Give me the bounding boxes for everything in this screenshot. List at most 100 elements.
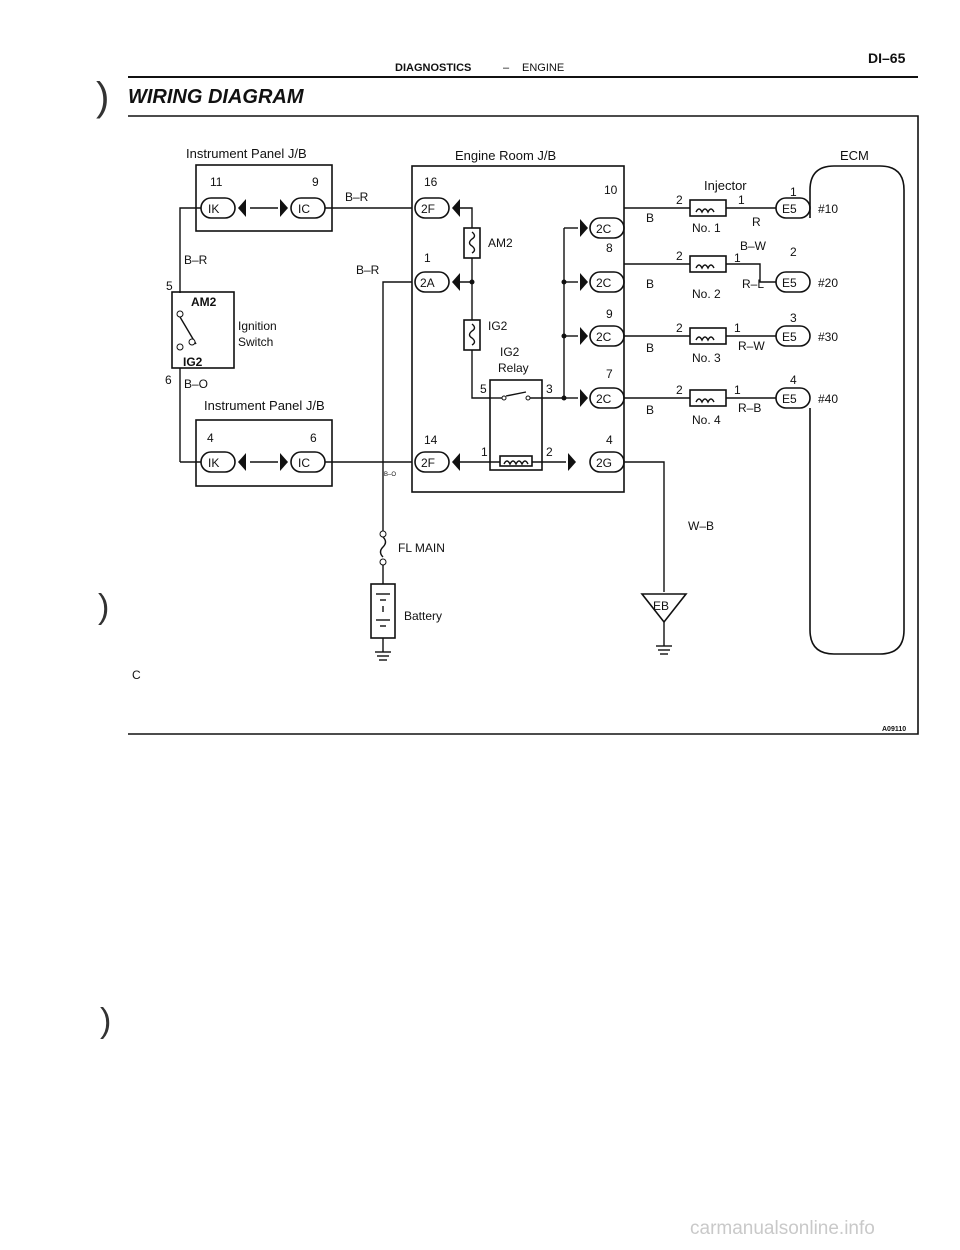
svg-text:No. 1: No. 1 (692, 221, 721, 235)
svg-text:10: 10 (604, 183, 618, 197)
svg-text:IK: IK (208, 202, 219, 216)
ecm-label: ECM (840, 148, 869, 163)
ig2-relay (489, 379, 543, 471)
svg-text:IC: IC (298, 456, 310, 470)
svg-text:E5: E5 (782, 202, 797, 216)
svg-text:B: B (646, 341, 654, 355)
fuse-am2-label: AM2 (488, 236, 513, 250)
svg-text:E5: E5 (782, 392, 797, 406)
svg-text:2: 2 (676, 249, 683, 263)
er-right-conn-7: 7 2C (580, 367, 625, 409)
svg-text:No. 2: No. 2 (692, 287, 721, 301)
svg-text:1: 1 (734, 321, 741, 335)
ip-jb-bottom-pin-right: 6 (310, 431, 317, 445)
ip-jb-top-label: Instrument Panel J/B (186, 146, 307, 161)
ign-pin-ig2: 6 (165, 373, 172, 387)
svg-text:3: 3 (790, 311, 797, 325)
svg-text:2F: 2F (421, 202, 435, 216)
margin-mark: ) (100, 1002, 112, 1040)
svg-text:#20: #20 (818, 276, 838, 290)
svg-text:2C: 2C (596, 392, 612, 406)
er-conn-2a (414, 271, 450, 293)
relay-pin-1: 1 (481, 445, 488, 459)
svg-text:#30: #30 (818, 330, 838, 344)
margin-mark: ) (96, 75, 110, 119)
er-right-conn-4: 4 2G (568, 433, 625, 473)
svg-text:2: 2 (676, 321, 683, 335)
diagram-frame (128, 115, 919, 735)
fl-main-label: FL MAIN (398, 541, 445, 555)
er-conn-2f-top (414, 197, 450, 219)
er-pin-16: 16 (424, 175, 438, 189)
ip-jb-bottom-pin-left: 4 (207, 431, 214, 445)
ign-term-ig2: IG2 (183, 355, 203, 369)
svg-text:#10: #10 (818, 202, 838, 216)
er-jb-label: Engine Room J/B (455, 148, 556, 163)
svg-text:B: B (646, 211, 654, 225)
wire-bw: B–W (740, 239, 767, 253)
svg-text:2: 2 (790, 245, 797, 259)
er-pin-1: 1 (424, 251, 431, 265)
header-rule (128, 76, 918, 78)
header-subsection: ENGINE (522, 62, 565, 74)
header-section: DIAGNOSTICS (395, 62, 472, 74)
margin-mark: ) (98, 588, 110, 626)
ip-jb-top-pin-right: 9 (312, 175, 319, 189)
injector-no3: 2 B 1 R–W No. 3 3 E5 #30 (624, 311, 838, 365)
ground-triangle (640, 593, 688, 624)
injector-label: Injector (704, 178, 747, 193)
ign-pin-am2: 5 (166, 279, 173, 293)
svg-text:2C: 2C (596, 222, 612, 236)
fuse-ig2-label: IG2 (488, 319, 508, 333)
svg-text:2C: 2C (596, 276, 612, 290)
svg-text:1: 1 (734, 251, 741, 265)
ignition-switch-box (171, 291, 235, 369)
ip-jb-bottom-box (195, 419, 333, 487)
ip-jb-top-box (195, 164, 333, 232)
svg-text:1: 1 (790, 185, 797, 199)
figure-code: A09110 (882, 726, 906, 733)
svg-text:No. 3: No. 3 (692, 351, 721, 365)
svg-text:IC: IC (298, 202, 310, 216)
relay-pin-5: 5 (480, 382, 487, 396)
svg-text:2G: 2G (596, 456, 612, 470)
svg-text:8: 8 (606, 241, 613, 255)
svg-text:R–W: R–W (738, 339, 765, 353)
svg-text:R–L: R–L (742, 277, 764, 291)
svg-text:4: 4 (606, 433, 613, 447)
ecm-box (809, 165, 905, 655)
svg-text:7: 7 (606, 367, 613, 381)
svg-text:2: 2 (676, 383, 683, 397)
wire-br-top: B–R (345, 190, 369, 204)
relay-pin-2: 2 (546, 445, 553, 459)
header-dash: – (503, 62, 510, 74)
relay-pin-3: 3 (546, 382, 553, 396)
ip-jb-bottom-label: Instrument Panel J/B (204, 398, 325, 413)
er-right-conn-8: 8 2C (580, 241, 625, 293)
svg-text:2A: 2A (420, 276, 435, 290)
relay-label-1: IG2 (500, 345, 520, 359)
battery-label: Battery (404, 609, 442, 623)
svg-text:R–B: R–B (738, 401, 761, 415)
ign-label-line2: Switch (238, 335, 273, 349)
injector-no2: 2 B 1 R–L No. 2 2 E5 #20 (624, 245, 838, 301)
svg-text:R: R (752, 215, 761, 229)
er-pin-14: 14 (424, 433, 438, 447)
er-conn-2f-bottom (414, 451, 450, 473)
svg-text:2: 2 (676, 193, 683, 207)
ground-label: EB (653, 599, 669, 613)
wire-wb: W–B (688, 519, 714, 533)
ign-label-line1: Ignition (238, 319, 277, 333)
relay-label-2: Relay (498, 361, 529, 375)
svg-text:9: 9 (606, 307, 613, 321)
svg-text:B: B (646, 403, 654, 417)
svg-text:B: B (646, 277, 654, 291)
ign-term-am2: AM2 (191, 295, 217, 309)
er-right-conn-9: 9 2C (580, 307, 625, 347)
er-right-conn-10: 10 2C (580, 183, 625, 239)
wire-bo-small: B–O (384, 472, 396, 478)
wire-bo-left: B–O (184, 377, 208, 391)
er-jb-box (411, 165, 625, 493)
injector-no4: 2 B 1 R–B No. 4 4 E5 #40 (624, 373, 838, 427)
